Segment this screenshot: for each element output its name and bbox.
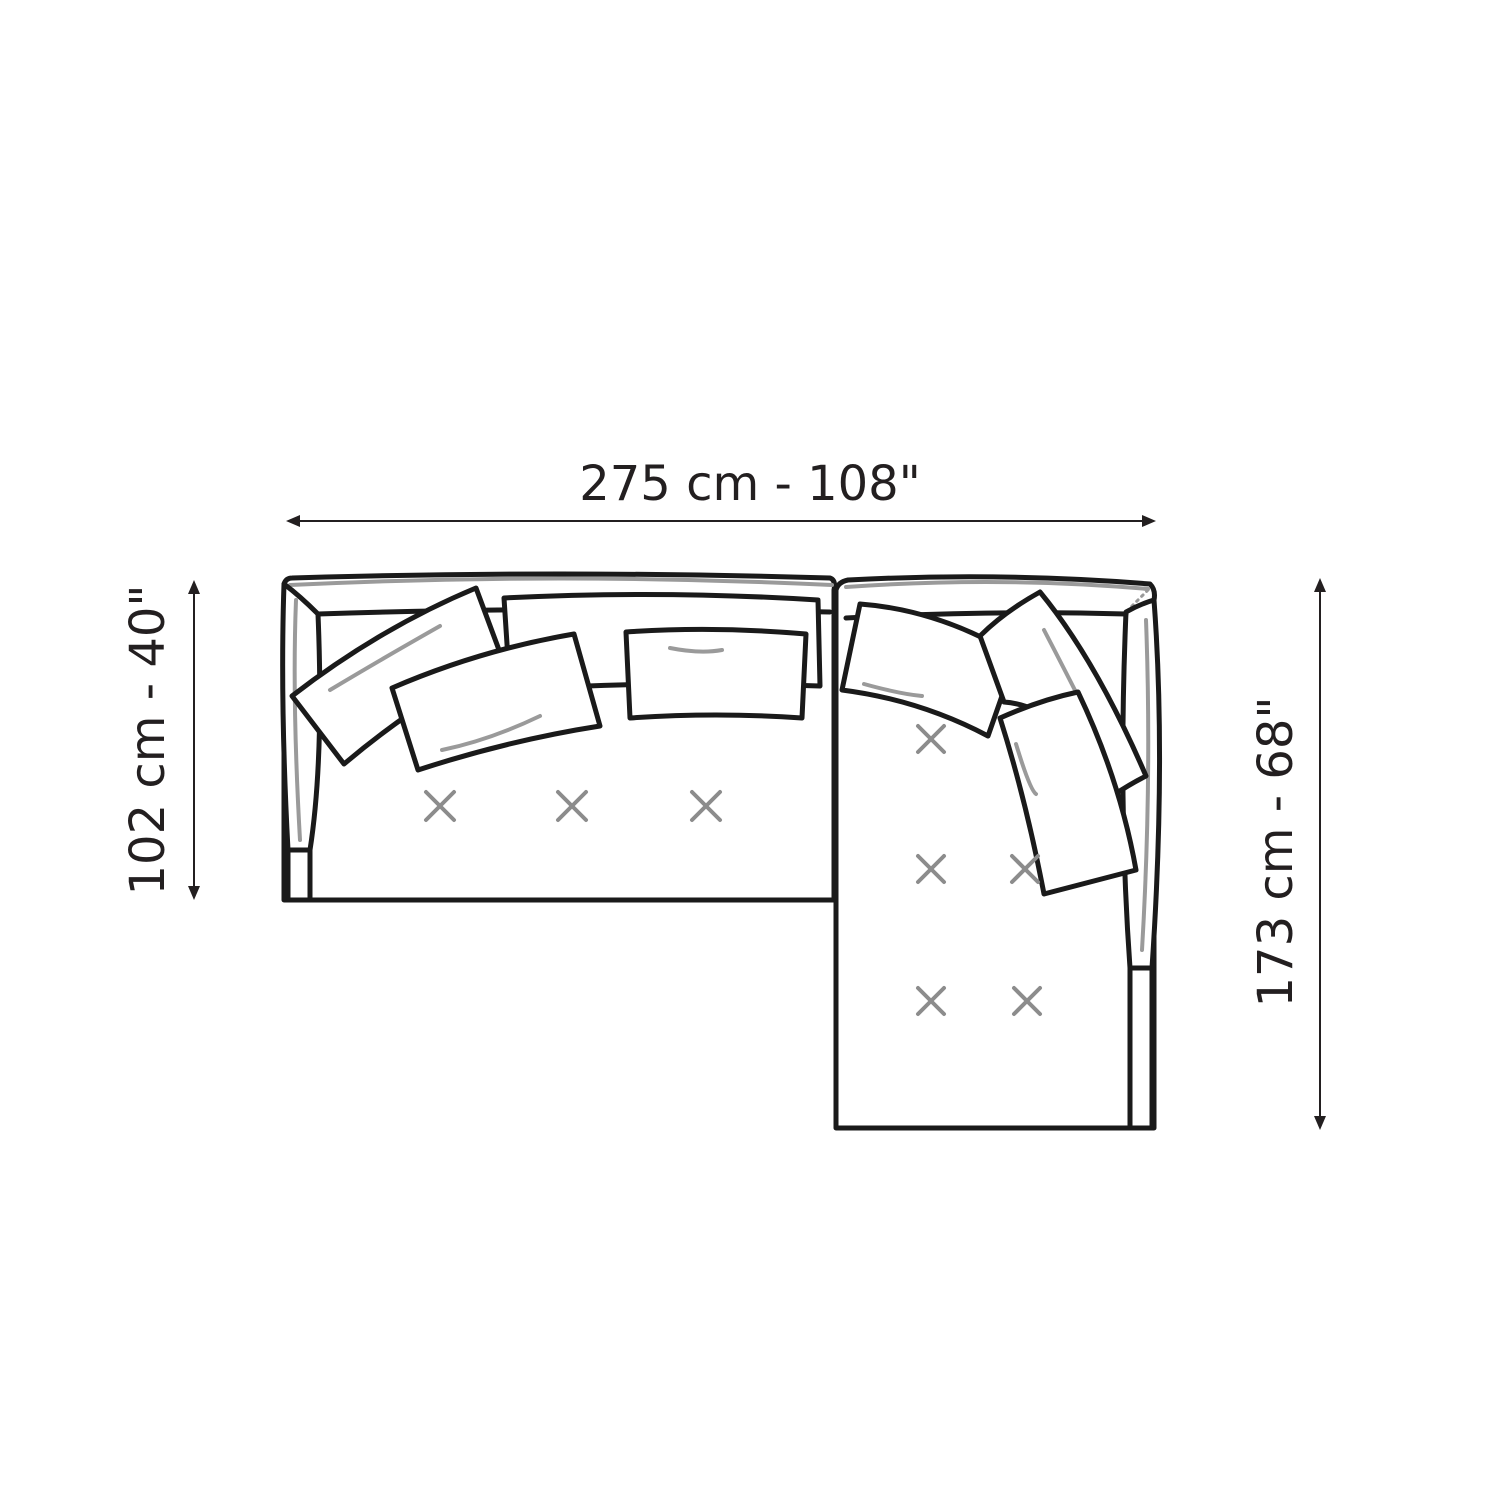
pillow-4 — [839, 601, 1019, 739]
chaise-length-arrow-bottom — [1314, 1116, 1326, 1130]
chaise-module — [833, 574, 1163, 1131]
depth-dimension: 102 cm - 40" — [120, 580, 200, 900]
depth-arrow-bottom — [188, 886, 200, 900]
depth-arrow-top — [188, 580, 200, 594]
chaise-right-arm-leg — [1127, 965, 1155, 1131]
sofa-left-arm-leg — [285, 847, 313, 903]
chaise-seat-tufts — [916, 724, 1042, 1016]
chaise-length-label: 173 cm - 68" — [1248, 696, 1304, 1007]
width-label: 275 cm - 108" — [579, 456, 921, 512]
width-arrow-right — [1142, 515, 1156, 527]
pillow-6 — [997, 689, 1139, 897]
sofa-left-arm — [280, 581, 323, 853]
chaise-corner-stitch — [1124, 588, 1150, 614]
sofa-back-rail — [288, 576, 834, 587]
chaise-right-arm-seam — [1140, 618, 1151, 952]
pillow-1 — [289, 585, 505, 767]
sofa-left-arm-seam — [292, 598, 302, 842]
pillow-3 — [623, 626, 809, 721]
chaise-length-dimension: 173 cm - 68" — [1248, 578, 1326, 1130]
pillow-2 — [389, 631, 603, 773]
sofa-module — [280, 571, 837, 903]
width-arrow-left — [286, 515, 300, 527]
width-dimension: 275 cm - 108" — [286, 456, 1156, 527]
depth-label: 102 cm - 40" — [120, 584, 176, 895]
chaise-length-arrow-top — [1314, 578, 1326, 592]
chaise-back-rail — [844, 579, 1150, 591]
sofa-seat-tufts — [424, 790, 722, 822]
